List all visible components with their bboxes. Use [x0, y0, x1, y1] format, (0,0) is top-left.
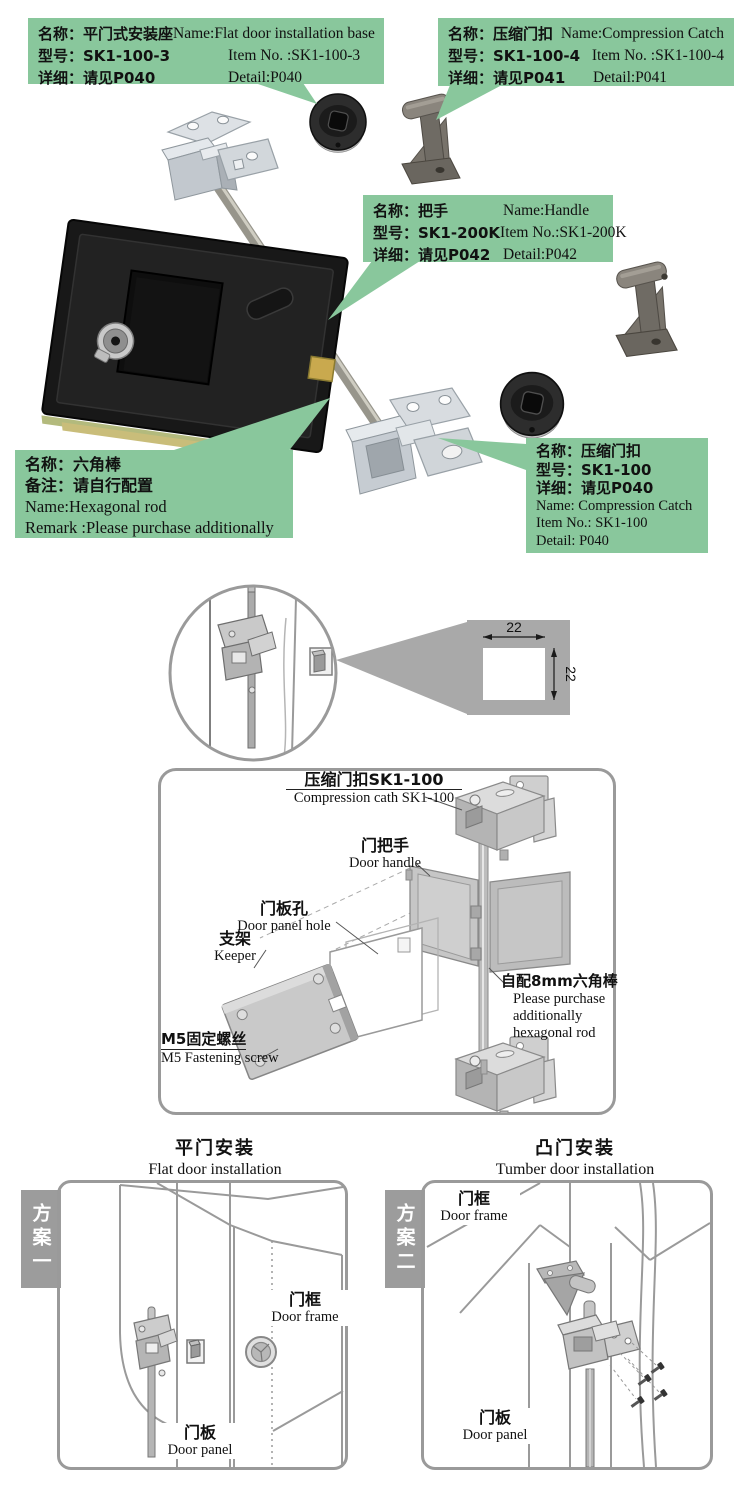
hexrod-remark-en: Remark :Please purchase additionally: [25, 518, 274, 537]
handle-detail-en: Detail:P042: [503, 246, 578, 263]
flat-door-panel-cn: 门板: [183, 1423, 216, 1442]
hex-rod-note-en2: additionally: [513, 1008, 583, 1024]
tumber-door-frame-en: Door frame: [440, 1208, 508, 1224]
flat-base-model-cn: 型号：SK1-100-3: [38, 47, 171, 65]
bracket-photo-2: [614, 259, 678, 357]
dim-width-label: 22: [506, 619, 522, 635]
catch100-detail-en: Detail: P040: [536, 532, 609, 549]
scheme-one-tab: 方案一: [21, 1190, 61, 1288]
hex-rod-note-cn: 自配8mm六角棒: [501, 972, 618, 990]
label-door-panel-hole: 门板孔 Door panel hole: [228, 899, 340, 935]
tumber-door-panel-label: 门板 Door panel: [453, 1408, 537, 1444]
callout-catch-sk1-100-4: 名称：压缩门扣 Name:Compression Catch 型号：SK1-100…: [438, 18, 734, 87]
zoom-detail-art: 22 22: [168, 584, 579, 762]
catch4-model-en: Item No. :SK1-100-4: [591, 47, 724, 64]
compression-catch-en: Compression cath SK1-100: [293, 790, 455, 806]
callout-catch-sk1-100: 名称：压缩门扣 型号：SK1-100 详细：请见P040 Name: Compr…: [526, 438, 708, 553]
catch100-model-en: Item No.: SK1-100: [536, 515, 648, 531]
tumber-install-title-cn: 凸门安装: [535, 1138, 615, 1159]
handle-model-en: Item No.:SK1-200K: [500, 224, 627, 241]
callout-hex-rod: 名称：六角棒 备注：请自行配置 Name:Hexagonal rod Remar…: [15, 450, 293, 538]
flat-door-frame-label: 门框 Door frame: [255, 1290, 355, 1326]
catch4-model-cn: 型号：SK1-100-4: [448, 47, 581, 65]
tumber-install-title-en: Tumber door installation: [495, 1161, 655, 1178]
flat-door-panel-label: 门板 Door panel: [158, 1423, 242, 1459]
dimension-block: [467, 620, 570, 715]
flat-install-title-cn: 平门安装: [175, 1138, 255, 1159]
latch-photo-1: [161, 111, 279, 201]
hexrod-remark-cn: 备注：请自行配置: [25, 476, 154, 495]
flat-base-model-en: Item No. :SK1-100-3: [228, 47, 361, 64]
flat-base-detail-cn: 详细：请见P040: [38, 69, 156, 87]
dim-height-label: 22: [563, 666, 579, 682]
door-panel-hole-cn: 门板孔: [259, 899, 308, 918]
hex-rod-note-en1: Please purchase: [513, 991, 606, 1007]
handle-name-en: Name:Handle: [503, 202, 590, 219]
label-hex-rod-note: 自配8mm六角棒 Please purchase additionally he…: [501, 972, 631, 1042]
tumber-door-panel-cn: 门板: [478, 1408, 511, 1427]
catch4-detail-cn: 详细：请见P041: [448, 69, 566, 87]
flat-base-name-en: Name:Flat door installation base: [173, 25, 375, 42]
label-keeper: 支架 Keeper: [203, 929, 267, 965]
keeper-cn: 支架: [218, 929, 251, 948]
hexrod-name-en: Name:Hexagonal rod: [25, 497, 167, 516]
hexrod-name-cn: 名称：六角棒: [25, 455, 122, 474]
flat-install-title-en: Flat door installation: [148, 1161, 282, 1178]
assembly-box: [158, 768, 616, 1115]
keeper-en: Keeper: [214, 948, 256, 964]
label-m5-screw: M5固定螺丝 M5 Fastening screw: [161, 1030, 293, 1067]
compression-catch-cn: 压缩门扣SK1-100: [286, 770, 462, 790]
door-handle-cn: 门把手: [360, 836, 409, 855]
catch100-detail-cn: 详细：请见P040: [536, 479, 654, 497]
washer-photo-1: [309, 93, 367, 154]
flat-door-frame-en: Door frame: [271, 1309, 339, 1325]
panel-handle-photo: [41, 218, 349, 456]
tumber-door-frame-label: 门框 Door frame: [428, 1189, 520, 1225]
flat-door-panel-en: Door panel: [167, 1442, 233, 1458]
catch4-detail-en: Detail:P041: [593, 69, 668, 86]
flat-install-title: 平门安装 Flat door installation: [85, 1138, 345, 1179]
catch4-name-en: Name:Compression Catch: [560, 25, 724, 42]
latch-photo-2: [345, 387, 483, 495]
m5-screw-en: M5 Fastening screw: [161, 1050, 279, 1066]
scheme-two-label: 方案二: [393, 1203, 416, 1275]
tumber-install-title: 凸门安装 Tumber door installation: [445, 1138, 705, 1179]
door-handle-en: Door handle: [348, 855, 422, 871]
handle-model-cn: 型号：SK1-200K: [373, 224, 501, 242]
scheme-one-label: 方案一: [29, 1203, 52, 1275]
flat-base-name-cn: 名称：平门式安装座: [38, 25, 174, 43]
catch100-model-cn: 型号：SK1-100: [536, 460, 652, 479]
label-compression-catch: 压缩门扣SK1-100 Compression cath SK1-100: [286, 770, 462, 807]
tumber-door-panel-en: Door panel: [462, 1427, 528, 1443]
catch100-name-cn: 名称：压缩门扣: [536, 442, 642, 460]
catch100-name-en: Name: Compression Catch: [536, 497, 693, 514]
washer-photo-2: [499, 371, 565, 439]
tumber-install-panel: [421, 1180, 713, 1470]
handle-detail-cn: 详细：请见P042: [373, 246, 491, 264]
flat-base-detail-en: Detail:P040: [228, 69, 303, 86]
flat-door-frame-cn: 门框: [288, 1290, 321, 1309]
catch4-name-cn: 名称：压缩门扣: [448, 25, 554, 43]
bracket-photo-1: [400, 91, 461, 185]
scheme-two-tab: 方案二: [385, 1190, 425, 1288]
hex-rod-note-en3: hexagonal rod: [513, 1025, 596, 1041]
handle-name-cn: 名称：把手: [373, 202, 449, 220]
label-door-handle: 门把手 Door handle: [335, 836, 435, 872]
tumber-door-frame-cn: 门框: [457, 1189, 490, 1208]
m5-screw-cn: M5固定螺丝: [161, 1030, 247, 1050]
door-panel-hole-en: Door panel hole: [237, 918, 331, 934]
